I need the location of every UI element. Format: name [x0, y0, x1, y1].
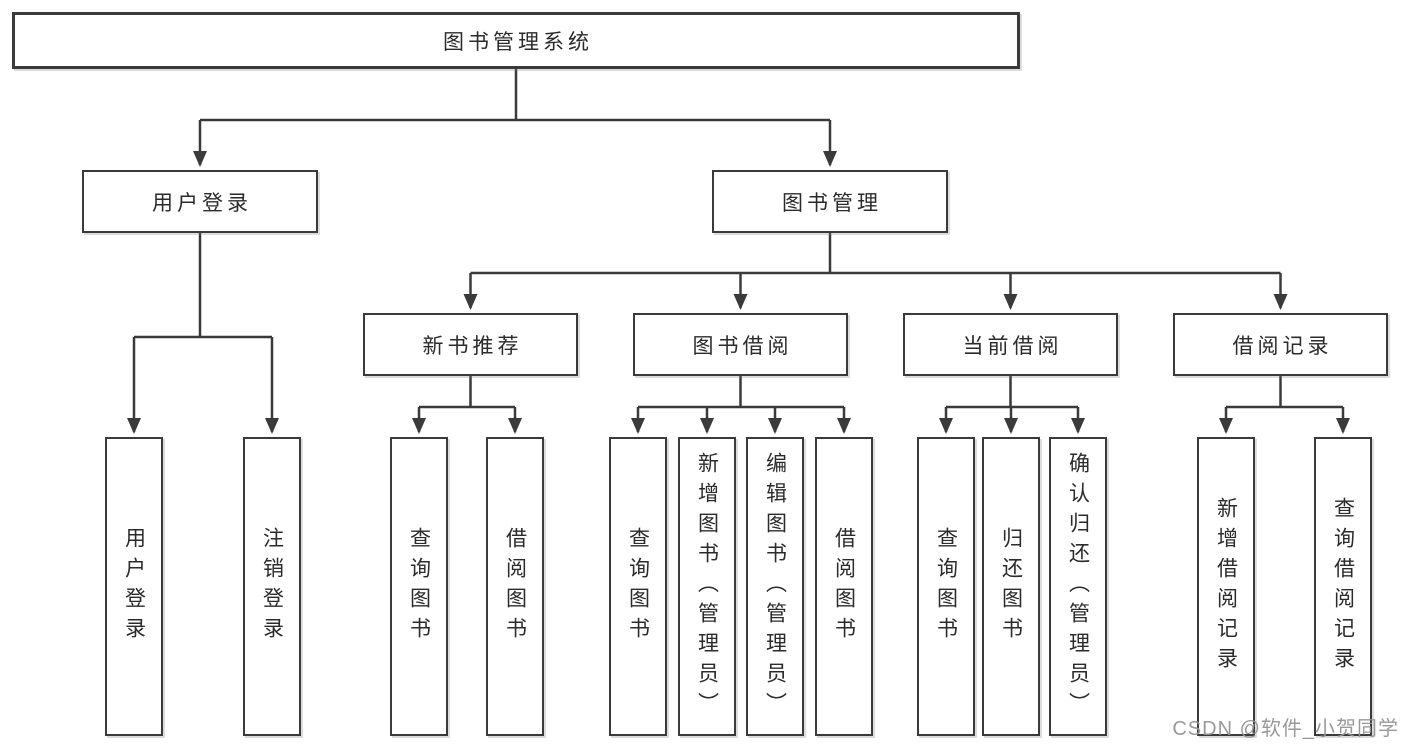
node-book-borrowing: 图书借阅: [633, 313, 848, 376]
node-book-management: 图书管理: [712, 170, 948, 233]
node-borrow-records: 借阅记录: [1173, 313, 1388, 376]
leaf-search-borrow-record: 查询借阅记录: [1314, 437, 1372, 736]
leaf-return-book: 归还图书: [982, 437, 1040, 736]
connector-line: [200, 69, 830, 122]
leaf-add-book-admin: 新增图书（管理员）: [678, 437, 736, 736]
leaf-add-borrow-record: 新增借阅记录: [1197, 437, 1255, 736]
connector-line: [419, 376, 515, 409]
leaf-confirm-return-admin: 确认归还（管理员）: [1049, 437, 1107, 736]
leaf-borrow-books-borrowing: 借阅图书: [815, 437, 873, 736]
leaf-logout: 注销登录: [243, 437, 301, 736]
connector-line: [470, 233, 1281, 275]
node-current-borrowing: 当前借阅: [903, 313, 1118, 376]
leaf-search-books-current: 查询图书: [917, 437, 975, 736]
connector-line: [1226, 376, 1343, 409]
connector-line: [638, 376, 844, 409]
csdn-watermark: CSDN @软件_小贺同学: [1172, 718, 1399, 740]
connector-line: [946, 376, 1078, 409]
leaf-search-books-borrowing: 查询图书: [609, 437, 667, 736]
leaf-user-login: 用户登录: [105, 437, 163, 736]
node-new-book-recommend: 新书推荐: [363, 313, 578, 376]
node-user-login: 用户登录: [82, 170, 318, 233]
leaf-edit-book-admin: 编辑图书（管理员）: [746, 437, 804, 736]
leaf-search-books-recommend: 查询图书: [390, 437, 448, 736]
connector-line: [134, 233, 272, 339]
leaf-borrow-books-recommend: 借阅图书: [486, 437, 544, 736]
node-library-system: 图书管理系统: [12, 12, 1020, 69]
